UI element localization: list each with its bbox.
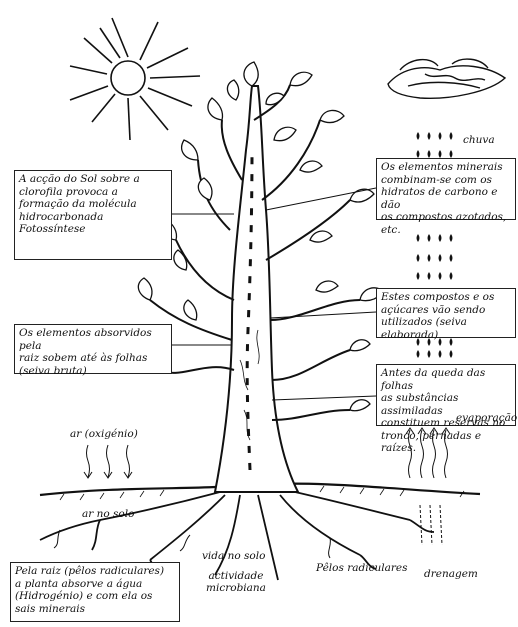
label-soil-life: vida no solo [202,550,265,562]
tree-trunk [215,86,298,492]
annotation-sun-action: A acção do Sol sobre a clorofila provoca… [14,170,172,260]
annotation-absorbed: Os elementos absorvidos pela raiz sobem … [14,324,172,374]
drainage-arrows [420,505,442,545]
label-evaporation: evaporação [456,412,517,424]
annotation-root-absorption: Pela raiz (pêlos radiculares) a planta a… [10,562,180,622]
sun-icon [70,18,200,140]
air-arrows [84,445,132,478]
annotation-mineral-elements: Os elementos minerais combinam-se com os… [376,158,516,220]
label-drainage: drenagem [424,568,478,580]
label-soil-air: ar no solo [82,508,134,520]
label-microbial-activity: actividade microbiana [196,570,276,594]
cloud-icon [388,59,505,98]
label-air-oxygen: ar (oxigénio) [70,428,138,440]
label-root-hairs: Pêlos radiculares [316,562,407,574]
annotation-compounds: Estes compostos e os açúcares vão sendo … [376,288,516,338]
label-rain: chuva [463,134,495,146]
